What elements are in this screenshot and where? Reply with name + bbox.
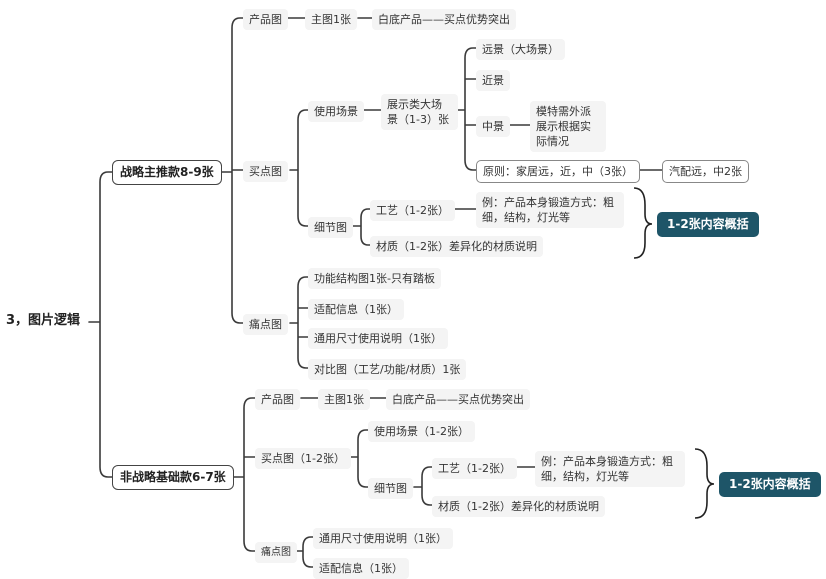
strategic-summary-badge[interactable]: 1-2张内容概括 [657,212,759,237]
pain-item[interactable]: 功能结构图1张-只有踏板 [308,268,441,289]
strategic-main-image-node[interactable]: 主图1张 [305,9,357,30]
strategic-white-bg-node[interactable]: 白底产品——买点优势突出 [372,9,516,30]
strategic-material-node[interactable]: 材质（1-2张）差异化的材质说明 [370,236,543,257]
basic-detail-node[interactable]: 细节图 [368,478,413,499]
strategic-selling-node[interactable]: 买点图 [243,161,288,182]
strategic-craft-node[interactable]: 工艺（1-2张） [370,200,455,221]
basic-selling-node[interactable]: 买点图（1-2张） [255,448,351,469]
basic-craft-example-node[interactable]: 例：产品本身锻造方式：粗细，结构，灯光等 [535,451,685,487]
pain-item[interactable]: 通用尺寸使用说明（1张） [308,328,448,349]
principle-node[interactable]: 原则：家居远，近，中（3张） [476,160,640,183]
strategic-product-node[interactable]: 产品图 [243,9,288,30]
strategic-detail-node[interactable]: 细节图 [308,217,353,238]
auto-parts-node[interactable]: 汽配远，中2张 [662,160,749,183]
basic-craft-node[interactable]: 工艺（1-2张） [432,458,517,479]
root-topic[interactable]: 3，图片逻辑 [6,313,81,328]
basic-topic[interactable]: 非战略基础款6-7张 [112,465,234,490]
basic-material-node[interactable]: 材质（1-2张）差异化的材质说明 [432,496,605,517]
display-scene-node[interactable]: 展示类大场景（1-3）张 [381,94,458,130]
pain-item[interactable]: 适配信息（1张） [313,558,409,579]
strategic-topic[interactable]: 战略主推款8-9张 [112,160,222,185]
mid-view-detail-node[interactable]: 模特需外派展示根据实际情况 [530,101,606,152]
pain-item[interactable]: 通用尺寸使用说明（1张） [313,528,453,549]
basic-summary-badge[interactable]: 1-2张内容概括 [719,472,821,497]
basic-product-node[interactable]: 产品图 [255,389,300,410]
usage-scene-node[interactable]: 使用场景 [308,101,364,122]
basic-pain-node[interactable]: 痛点图 [255,542,297,563]
basic-usage-node[interactable]: 使用场景（1-2张） [368,421,475,442]
strategic-pain-node[interactable]: 痛点图 [243,314,288,335]
basic-white-bg-node[interactable]: 白底产品——买点优势突出 [386,389,530,410]
pain-item[interactable]: 适配信息（1张） [308,299,404,320]
near-view-node[interactable]: 近景 [476,70,510,91]
strategic-craft-example-node[interactable]: 例：产品本身锻造方式：粗细，结构，灯光等 [476,192,624,228]
far-view-node[interactable]: 远景（大场景） [476,39,565,60]
pain-item[interactable]: 对比图（工艺/功能/材质）1张 [308,359,467,380]
basic-main-image-node[interactable]: 主图1张 [318,389,370,410]
mid-view-node[interactable]: 中景 [476,116,510,137]
